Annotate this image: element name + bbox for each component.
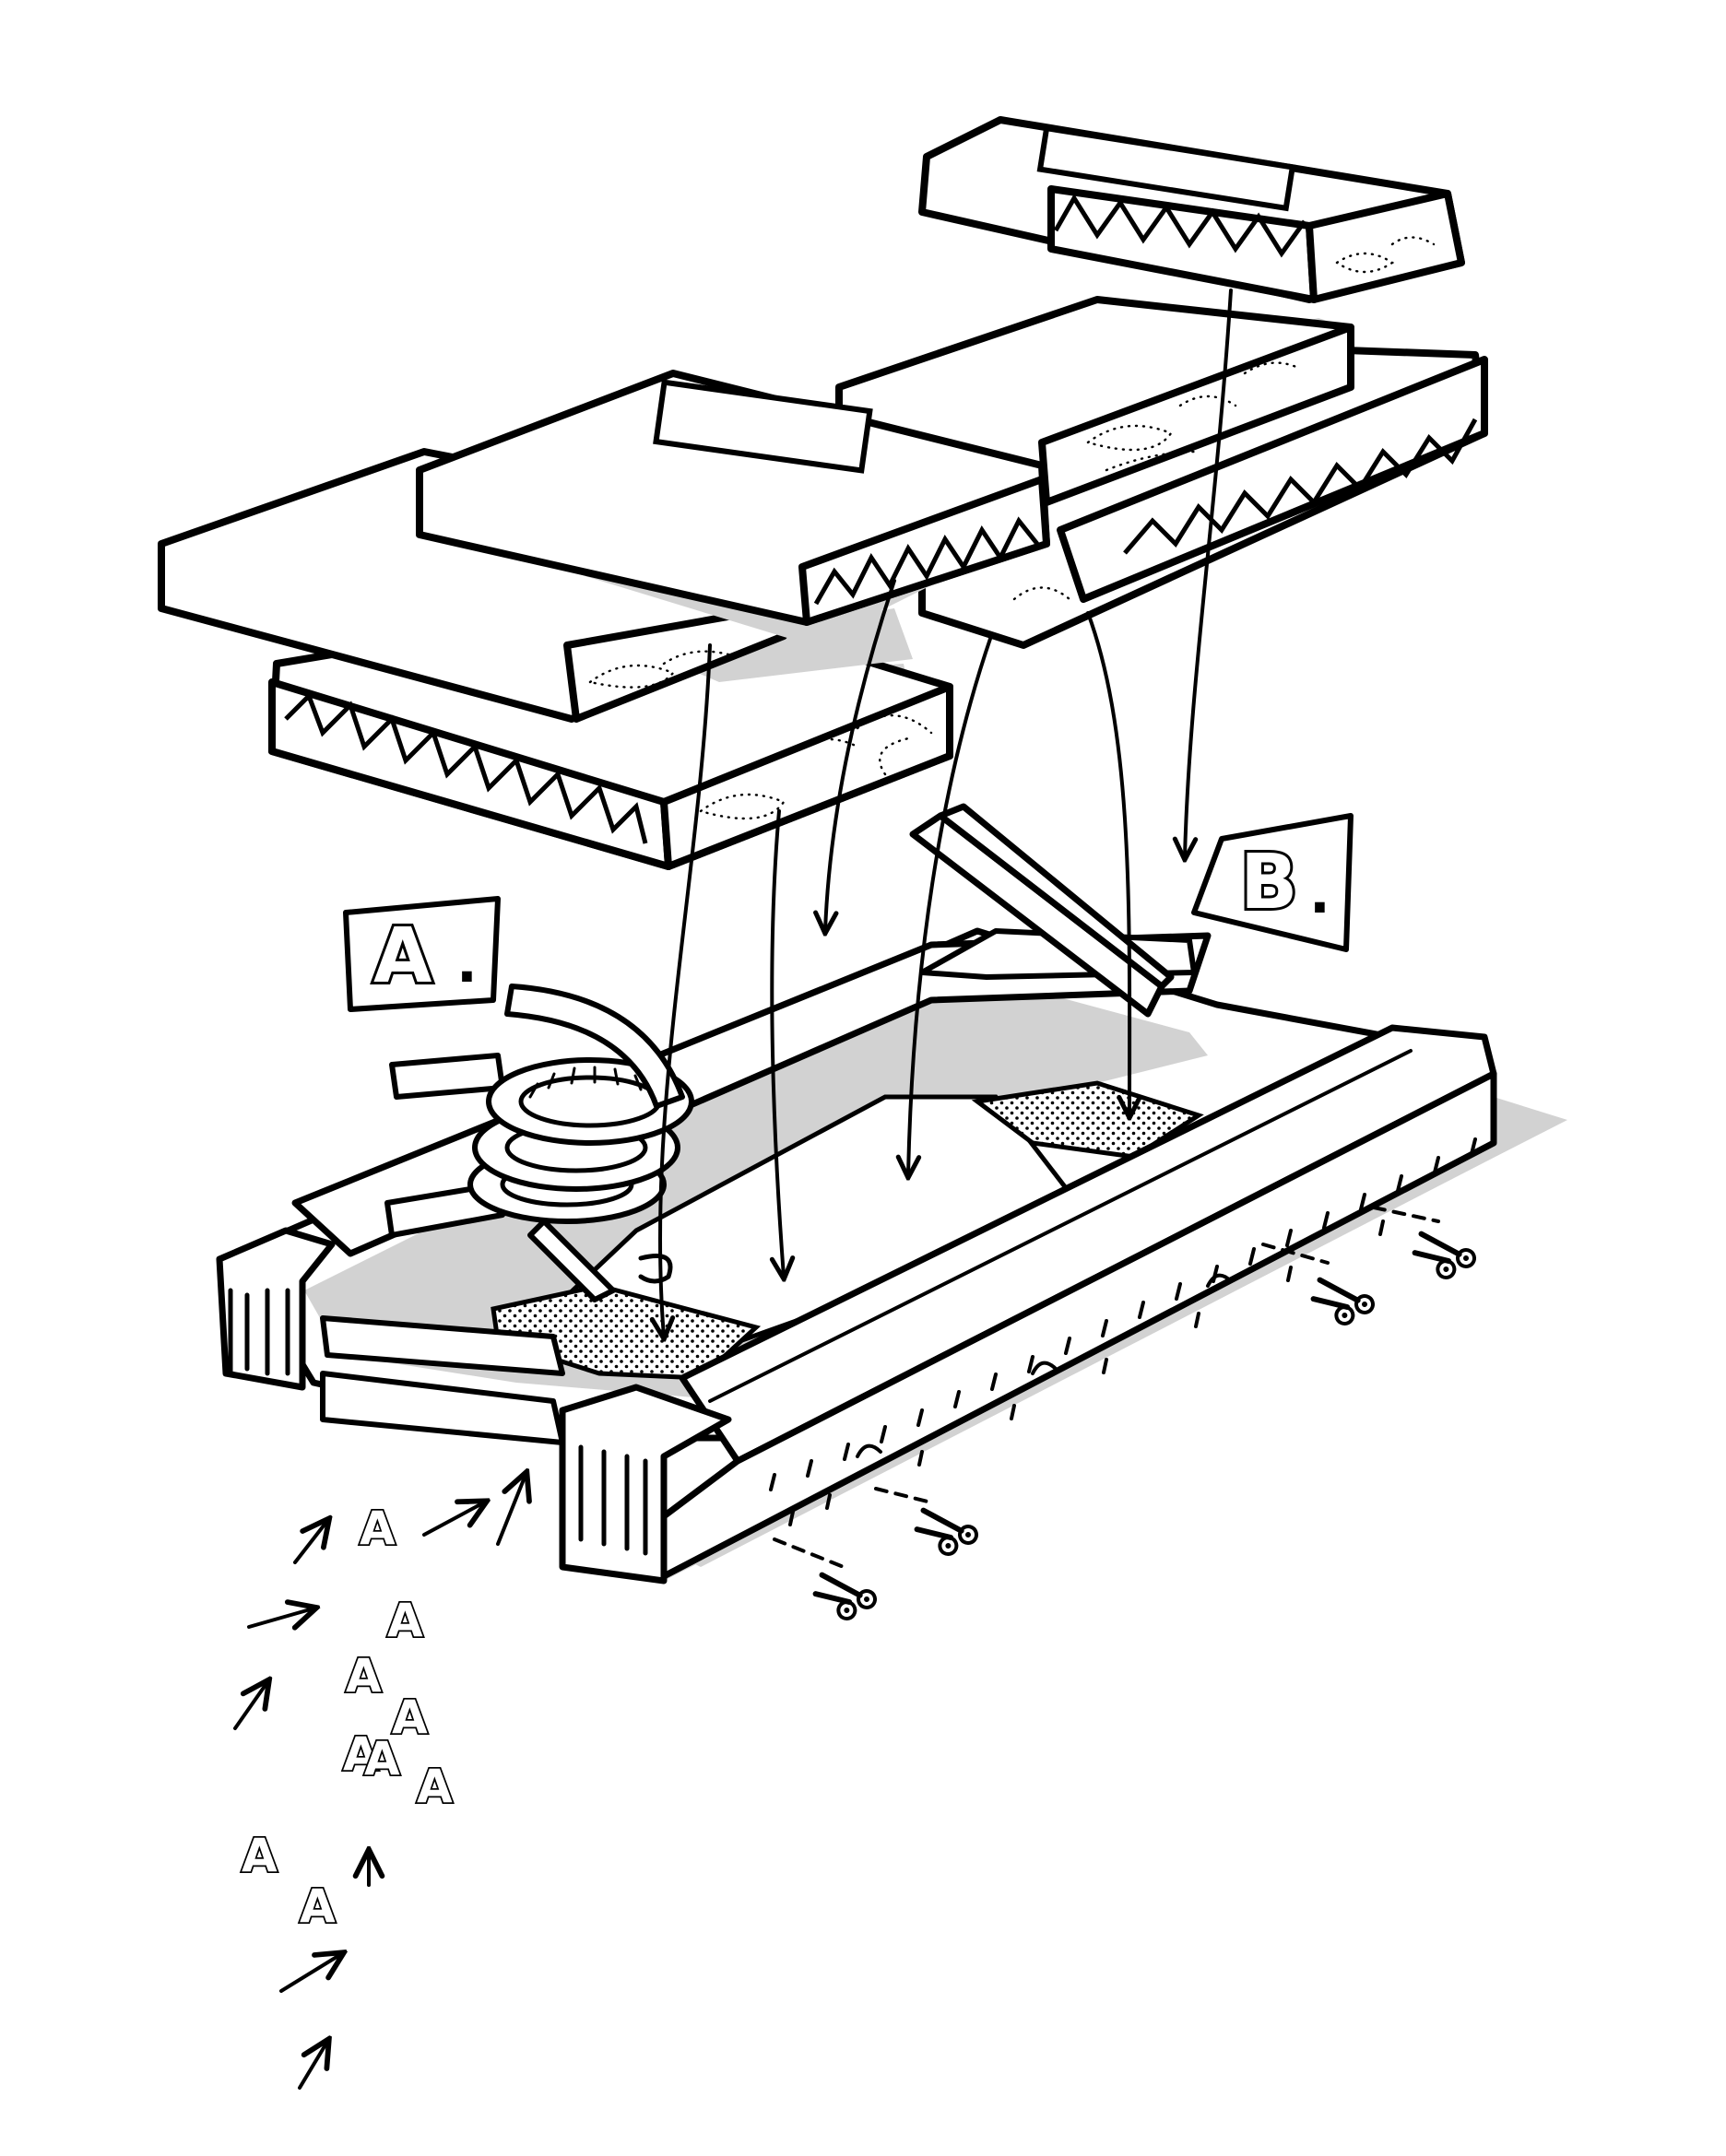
svg-text:A: A [387,1594,423,1647]
arrow-icon [1185,289,1233,857]
crossbar-part [909,803,1197,1018]
arrow-icon [298,2042,327,2090]
cut-lines [773,1206,1440,1569]
svg-text:A: A [346,1649,382,1702]
arrow-icon [293,1521,327,1564]
scissors-icon [1411,1222,1478,1284]
arrow-icon [279,1954,341,1993]
scissors-icon [1309,1268,1377,1330]
arrow-icon [825,579,896,931]
svg-text:A: A [242,1829,278,1882]
svg-text:A: A [300,1879,336,1933]
panel-middle [416,370,1050,645]
arrow-icon [496,1475,526,1546]
front-rail-top [679,1024,1497,1465]
arrow-icon [660,643,712,1337]
label-a-letter: A [373,913,432,1000]
arrow-icon [908,634,993,1175]
svg-text:A: A [417,1760,453,1813]
arrow-icon [247,1608,313,1627]
panel-top-right [918,116,1465,303]
label-a: A . [343,896,501,1012]
base-frame [216,927,1567,1585]
arrow-icon [422,1502,484,1537]
label-b-letter: B [1240,839,1298,926]
spring-part [384,984,694,1302]
scissors-icon [913,1499,980,1561]
label-a-dot: . [456,931,478,996]
assembly-arrows [660,289,1233,1337]
label-b: B . [1191,813,1354,952]
arrow-icon [233,1682,267,1730]
svg-text:A: A [364,1732,400,1785]
footprint-arrows [233,1475,526,2090]
label-b-dot: . [1309,862,1330,926]
svg-text:A: A [343,1727,379,1781]
arrow-icon [772,809,784,1277]
arrow-icon [1086,611,1129,1115]
scissors-icon [811,1563,879,1625]
footprints: A A A A A A A A A [240,1500,455,1935]
svg-text:A: A [392,1691,428,1744]
svg-text:A: A [360,1502,396,1555]
